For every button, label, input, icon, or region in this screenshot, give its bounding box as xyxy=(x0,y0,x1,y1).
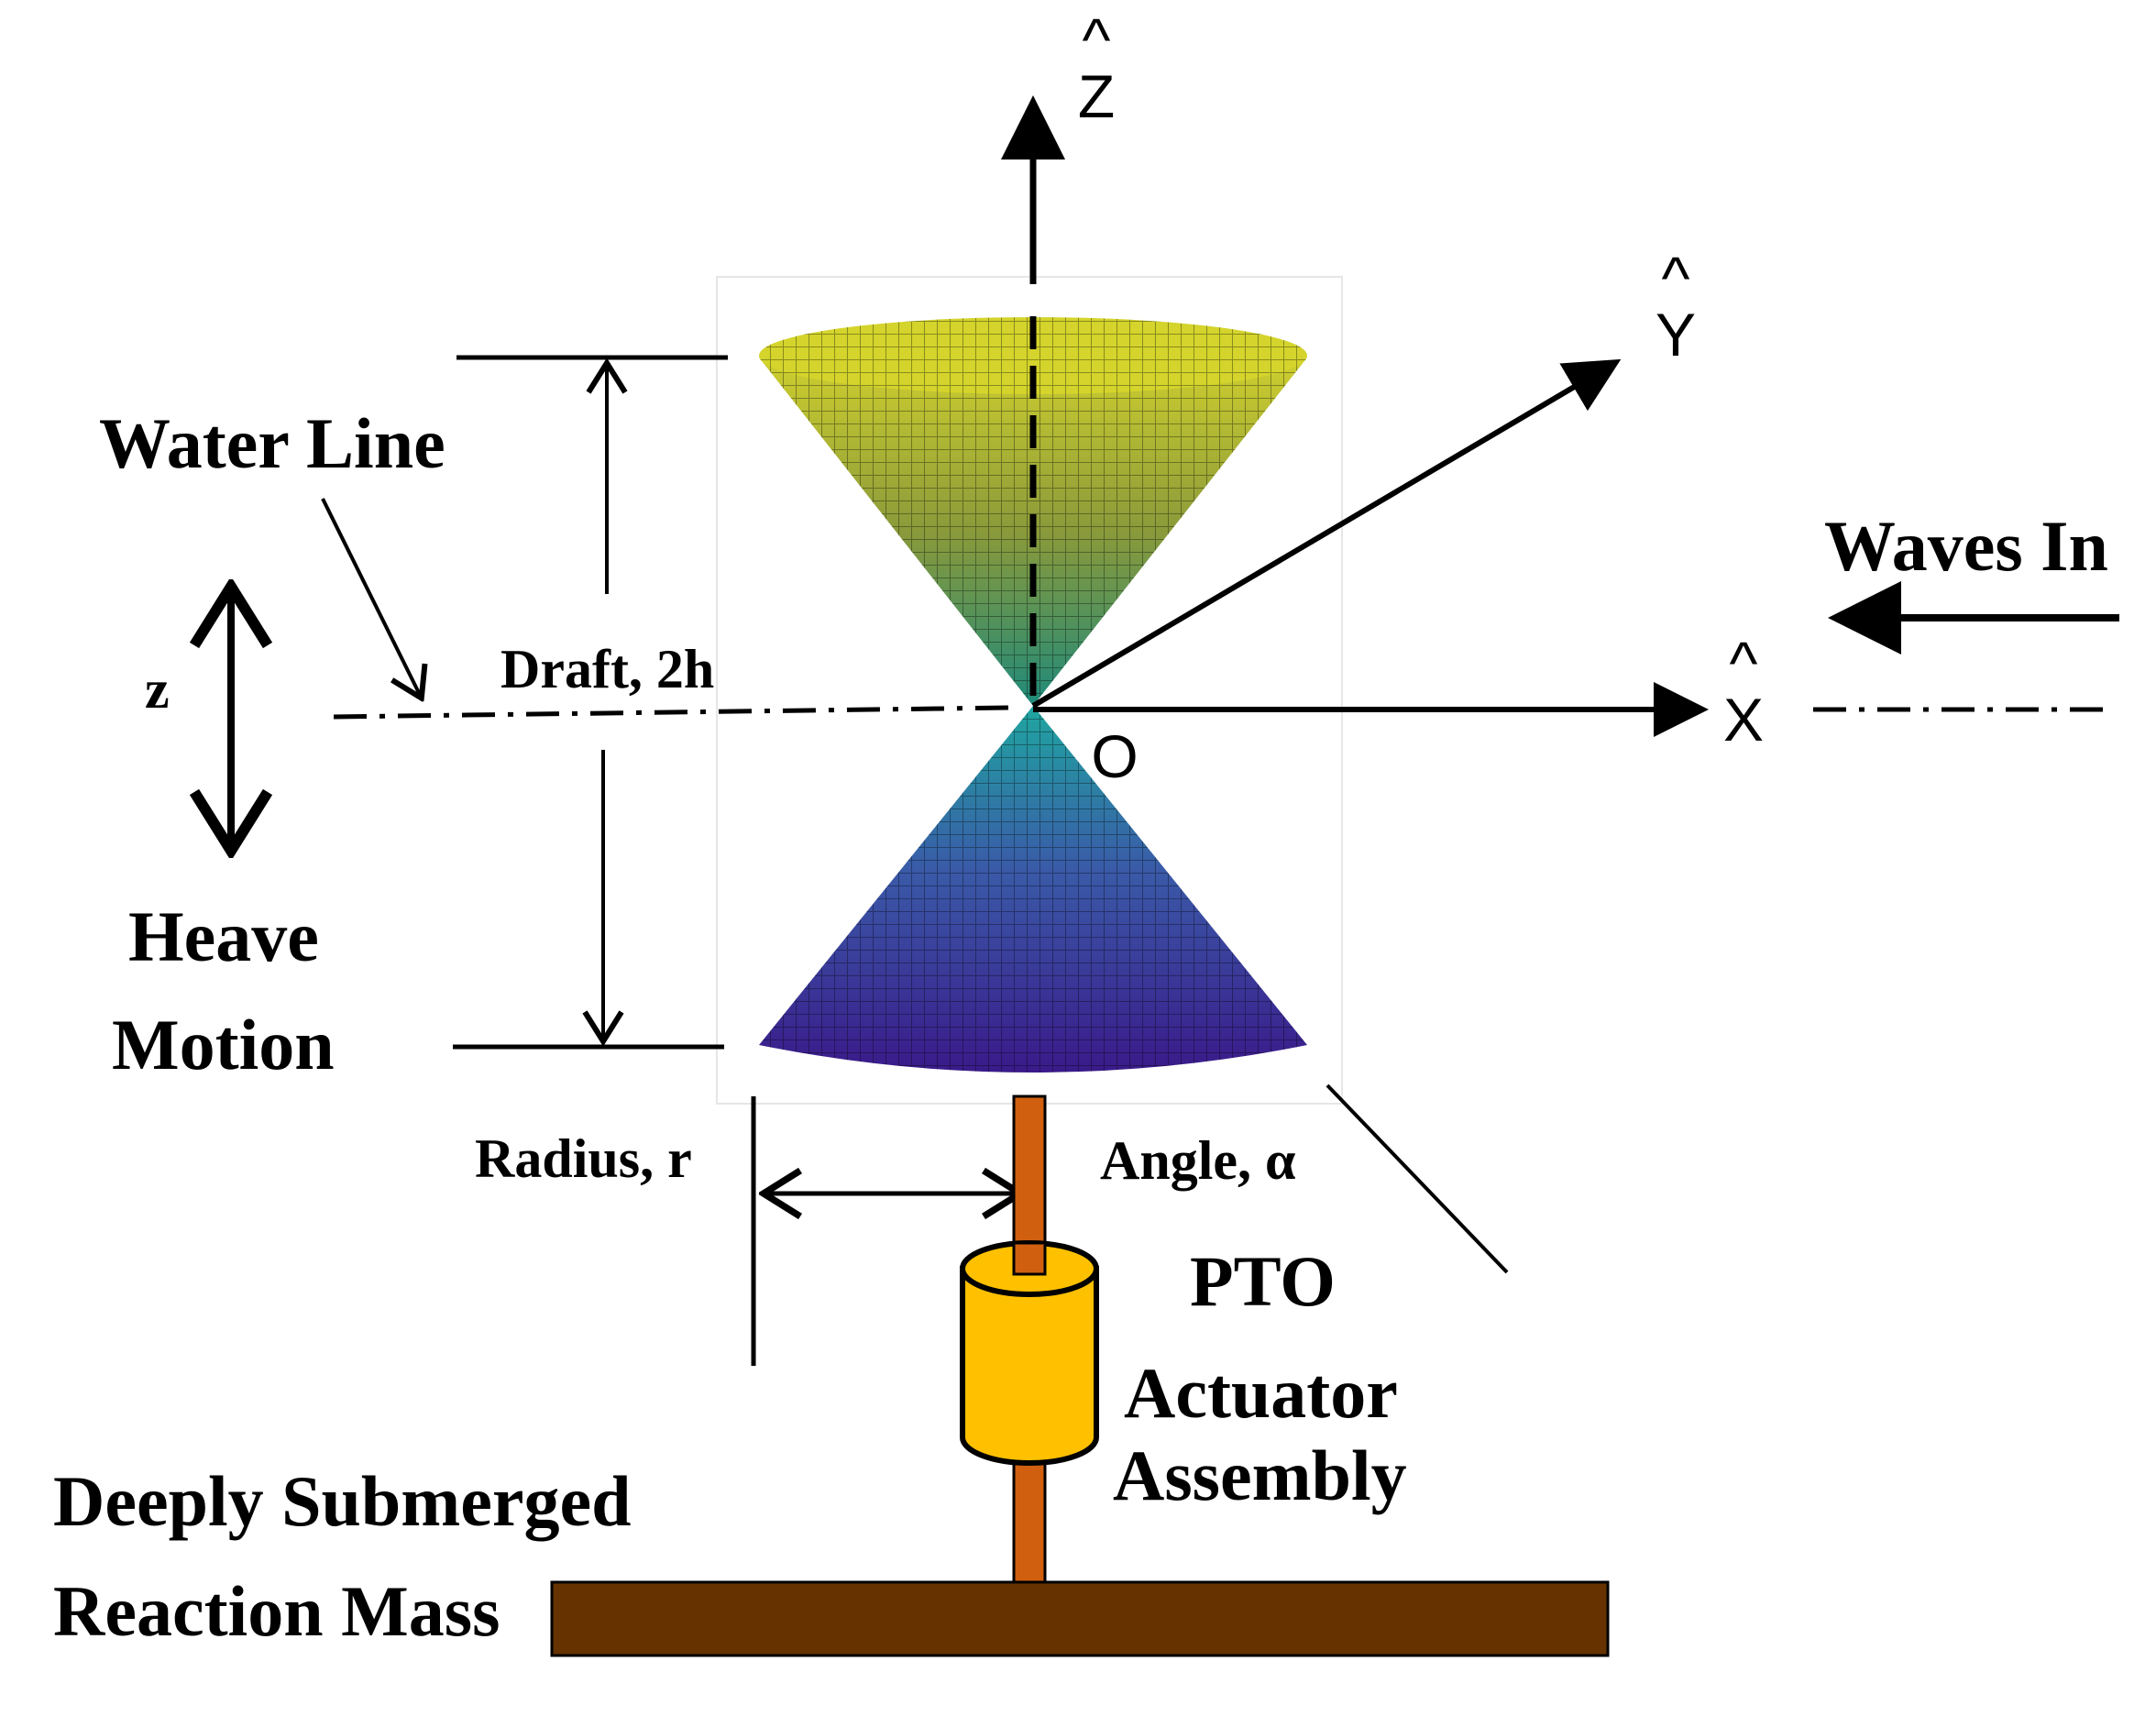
heave-label: Heave xyxy=(128,896,319,976)
water-line-label: Water Line xyxy=(99,403,446,483)
angle-label: Angle, α xyxy=(1100,1130,1296,1191)
y-axis-arrow xyxy=(1031,358,1622,709)
radius-label: Radius, r xyxy=(475,1128,692,1189)
waves-in-label: Waves In xyxy=(1824,506,2108,586)
draft-label: Draft, 2h xyxy=(500,639,714,699)
y-hat: ^ xyxy=(1662,244,1690,312)
motion-label: Motion xyxy=(112,1005,335,1084)
water-line xyxy=(333,705,1009,720)
z-label: z xyxy=(145,659,170,720)
pto-label: PTO xyxy=(1190,1241,1336,1321)
deeply-submerged-label: Deeply Submerged xyxy=(53,1461,631,1541)
lower-cone xyxy=(759,706,1307,1072)
pto-actuator xyxy=(960,1240,1099,1466)
assembly-label: Assembly xyxy=(1113,1436,1407,1515)
z-axis-label: Z xyxy=(1078,62,1115,130)
origin-label: O xyxy=(1091,722,1138,790)
angle-pointer xyxy=(1326,1084,1509,1274)
z-hat: ^ xyxy=(1083,6,1111,73)
reaction-mass xyxy=(550,1580,1610,1657)
water-line-pointer xyxy=(321,498,420,695)
x-hat: ^ xyxy=(1730,629,1758,697)
actuator-label: Actuator xyxy=(1124,1353,1398,1433)
reaction-mass-label: Reaction Mass xyxy=(53,1571,500,1651)
y-axis-label: Y xyxy=(1656,301,1696,368)
x-axis-label: X xyxy=(1723,686,1764,754)
